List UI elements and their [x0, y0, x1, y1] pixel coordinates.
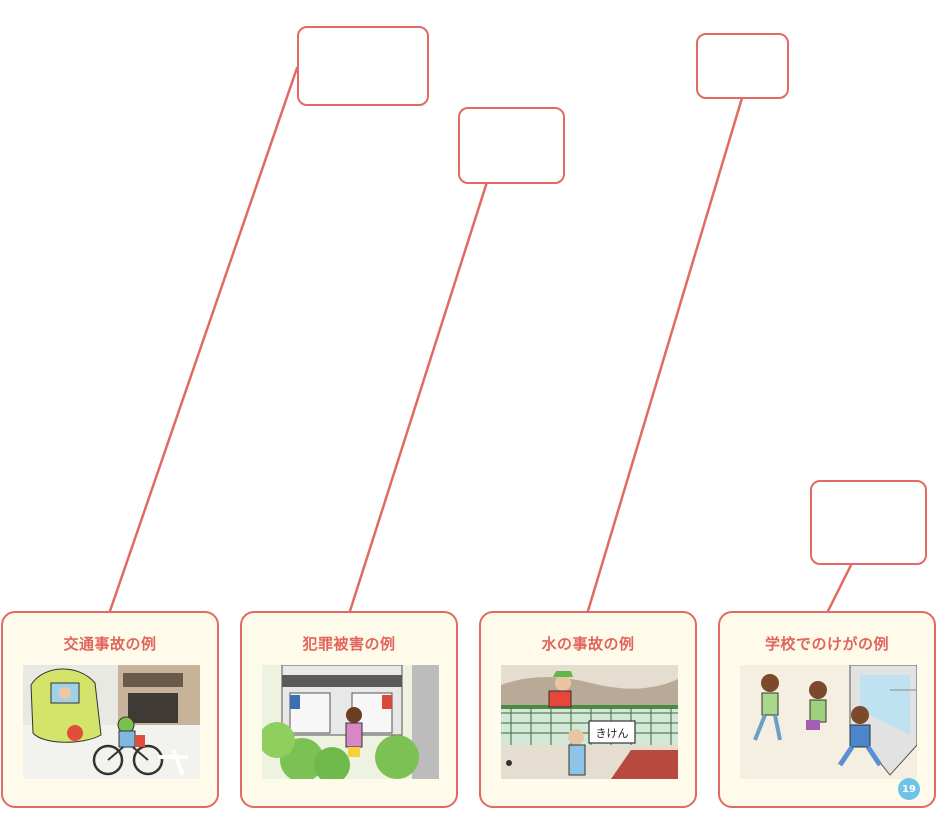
connector-line-water — [586, 96, 744, 613]
connector-line-school — [826, 561, 854, 613]
crime-victim-illustration — [262, 665, 439, 779]
school-injury-illustration — [740, 665, 917, 779]
card-title: 水の事故の例 — [541, 635, 635, 653]
card-crime-victim: 犯罪被害の例 — [240, 611, 458, 808]
card-school-injury: 学校でのけがの例 19 — [718, 611, 936, 808]
callout-box-crime — [458, 107, 565, 184]
card-title: 交通事故の例 — [63, 635, 157, 653]
callout-box-water — [696, 33, 789, 99]
danger-sign-text: きけん — [596, 727, 629, 740]
callout-box-traffic — [297, 26, 429, 106]
card-title: 学校でのけがの例 — [764, 635, 889, 653]
connector-line-traffic — [108, 66, 299, 613]
page-number-badge: 19 — [898, 778, 920, 800]
water-accident-illustration: きけん — [501, 665, 678, 779]
connector-line-crime — [348, 180, 489, 613]
traffic-accident-illustration — [23, 665, 200, 779]
card-water-accident: 水の事故の例 きけん — [479, 611, 697, 808]
card-traffic-accident: 交通事故の例 — [1, 611, 219, 808]
callout-box-school — [810, 480, 927, 565]
card-title: 犯罪被害の例 — [302, 635, 396, 653]
